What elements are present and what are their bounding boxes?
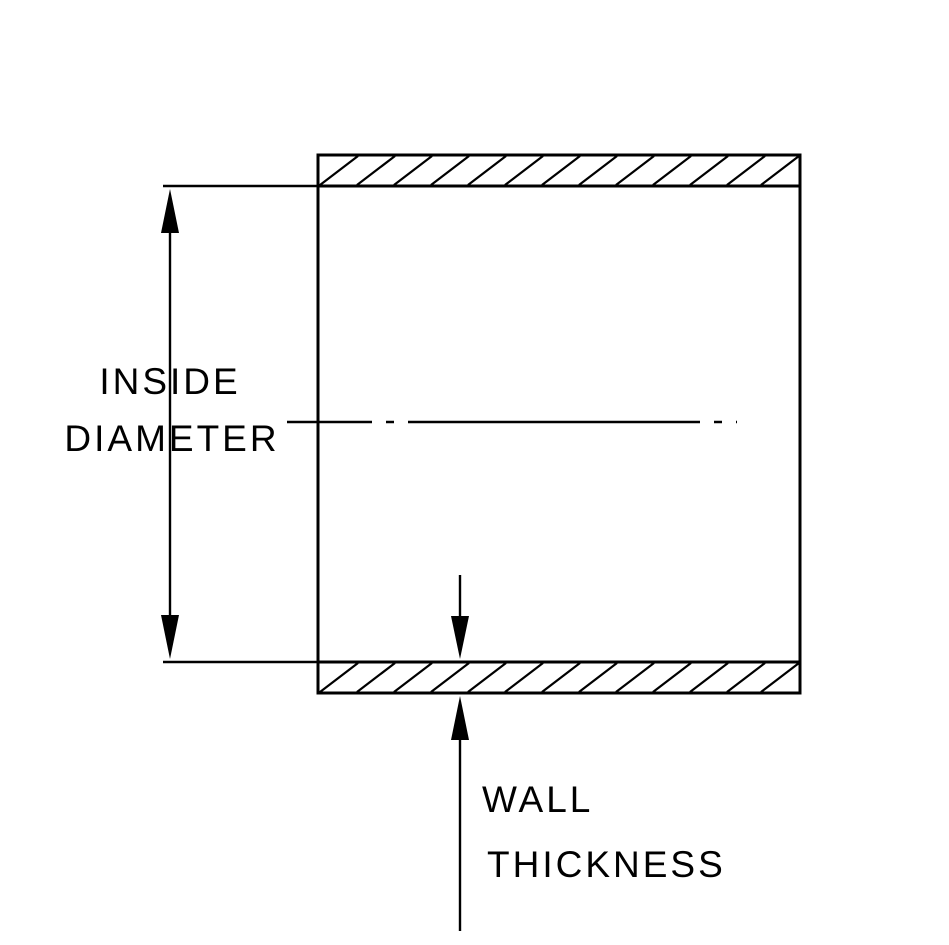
inside-diameter-label-line1: INSIDE xyxy=(99,361,240,402)
arrow-up-icon xyxy=(161,189,179,233)
arrow-up-icon xyxy=(451,696,469,740)
bottom-wall-hatch xyxy=(319,662,800,693)
tube-body-outline xyxy=(316,153,802,695)
inside-diameter-label-line2: DIAMETER xyxy=(64,418,279,459)
arrow-down-icon xyxy=(161,615,179,659)
arrow-down-icon xyxy=(451,616,469,659)
wall-thickness-label-line2: THICKNESS xyxy=(487,844,726,885)
top-wall-hatch xyxy=(319,155,800,186)
wall-thickness-label-line1: WALL xyxy=(482,779,593,820)
